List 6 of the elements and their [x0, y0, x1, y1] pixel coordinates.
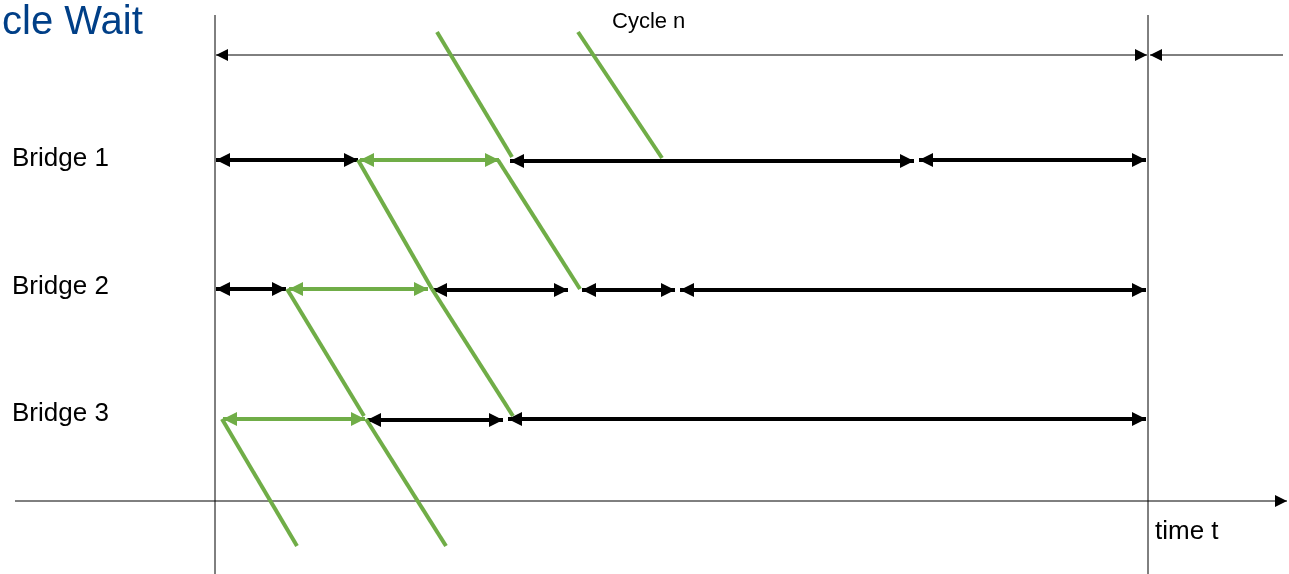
cycle-label: Cycle n [612, 10, 686, 32]
row-label: Bridge 1 [12, 144, 109, 170]
axis-label: time t [1155, 517, 1219, 543]
row-label: Bridge 3 [12, 399, 109, 425]
diagram-title: cle Wait [2, 0, 143, 40]
row-label: Bridge 2 [12, 272, 109, 298]
